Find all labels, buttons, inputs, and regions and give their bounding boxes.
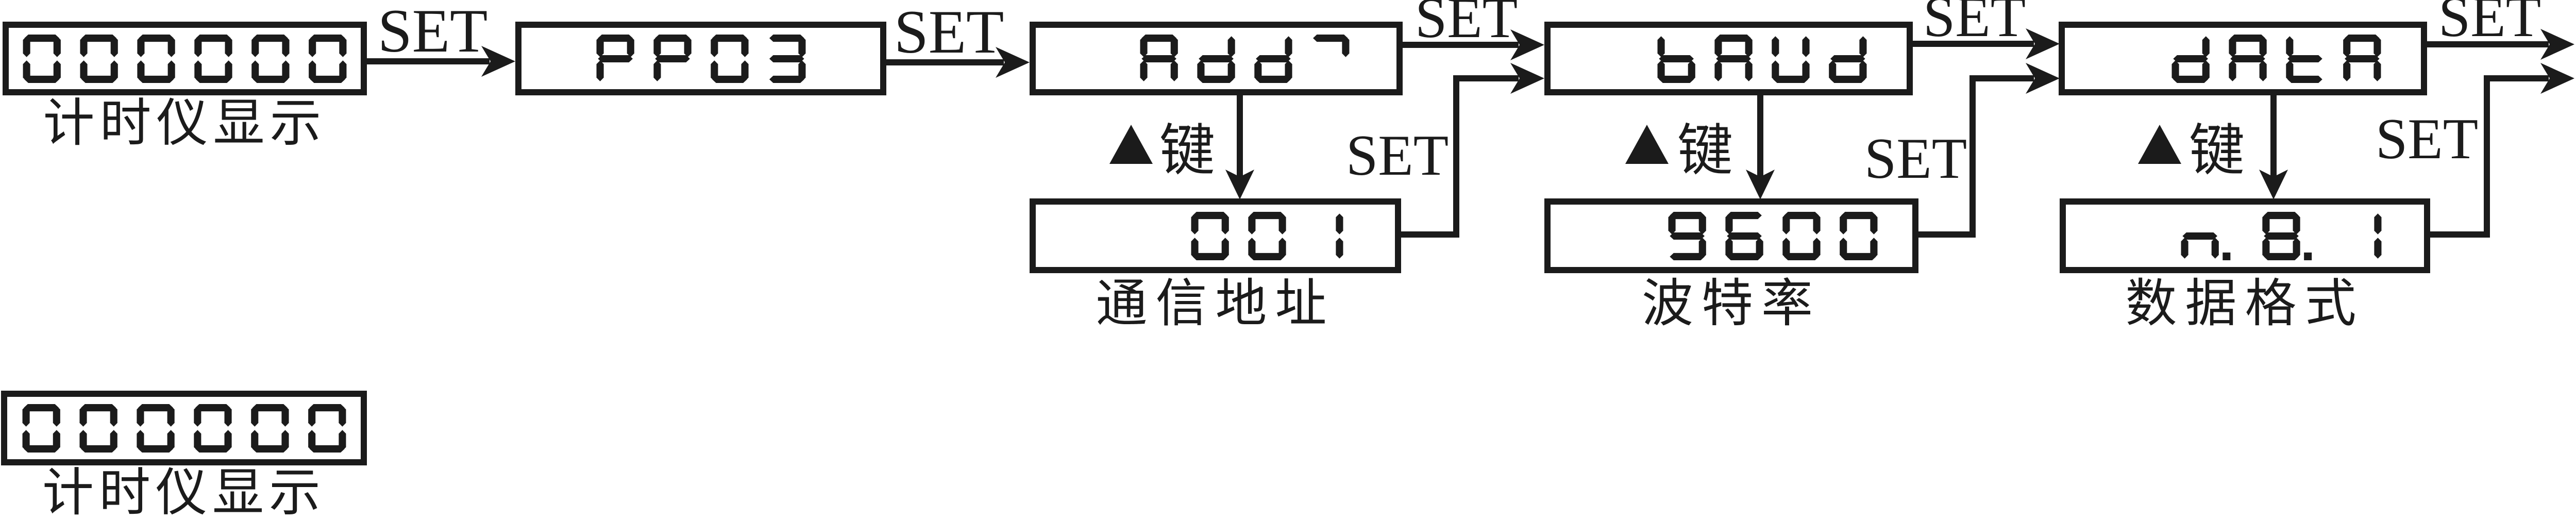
set-key-label: SET [378,0,488,65]
display-data-value [2060,198,2430,273]
seg-value-baud-value [1551,205,1912,267]
up-key-label: 键 [2189,121,2245,182]
set-key-label: SET [1346,124,1449,188]
arrowhead-down-icon [1746,170,1775,199]
caption-data-value: 数据格式 [2125,275,2365,332]
seg-value-addr-value [1036,205,1395,267]
display-baud-value [1544,198,1918,273]
wire-return-baud [1918,75,2034,238]
seg-value-pp03 [521,28,880,89]
arrowhead-right-icon [2026,28,2060,59]
set-key-label: SET [2438,0,2541,49]
seg-value-addr [1036,28,1396,89]
arrowhead-right-icon [2026,63,2060,94]
seg-value-data [2065,28,2421,89]
seg-value-timer-top [9,28,361,89]
set-key-label: SET [1923,0,2026,49]
wire-return-addr [1401,75,1519,238]
caption-timer-bottom: 计时仪显示 [42,464,326,519]
up-key-icon [2138,125,2181,164]
up-key-label: 键 [1159,121,1216,182]
caption-timer-top: 计时仪显示 [43,95,327,152]
arrowhead-right-icon [2540,63,2574,94]
arrowhead-down-icon [1225,170,1254,199]
set-key-label: SET [894,0,1004,66]
arrowhead-down-icon [2259,170,2288,199]
arrowhead-right-icon [481,46,515,77]
caption-baud-value: 波特率 [1642,275,1821,332]
arrowhead-right-icon [2540,29,2574,60]
up-key-icon [1625,125,1669,164]
seg-value-baud [1551,28,1907,89]
display-timer-top [3,22,367,95]
wire-return-data [2430,75,2549,238]
arrowhead-right-icon [1510,29,1544,60]
arrowhead-right-icon [1510,63,1544,94]
set-key-label: SET [1864,127,1967,191]
seg-value-timer-bottom [7,397,361,459]
display-addr [1030,22,1403,95]
display-baud [1544,22,1913,95]
display-addr-value [1030,198,1401,273]
up-key-label: 键 [1677,121,1733,182]
arrowhead-right-icon [996,47,1030,78]
display-timer-bottom [1,391,367,465]
set-key-label: SET [2376,107,2479,171]
caption-addr-value: 通信地址 [1096,275,1335,332]
set-key-label: SET [1415,0,1518,50]
display-data [2059,22,2427,95]
display-pp03 [515,22,886,95]
up-key-icon [1109,125,1153,164]
seg-value-data-value [2066,205,2424,267]
